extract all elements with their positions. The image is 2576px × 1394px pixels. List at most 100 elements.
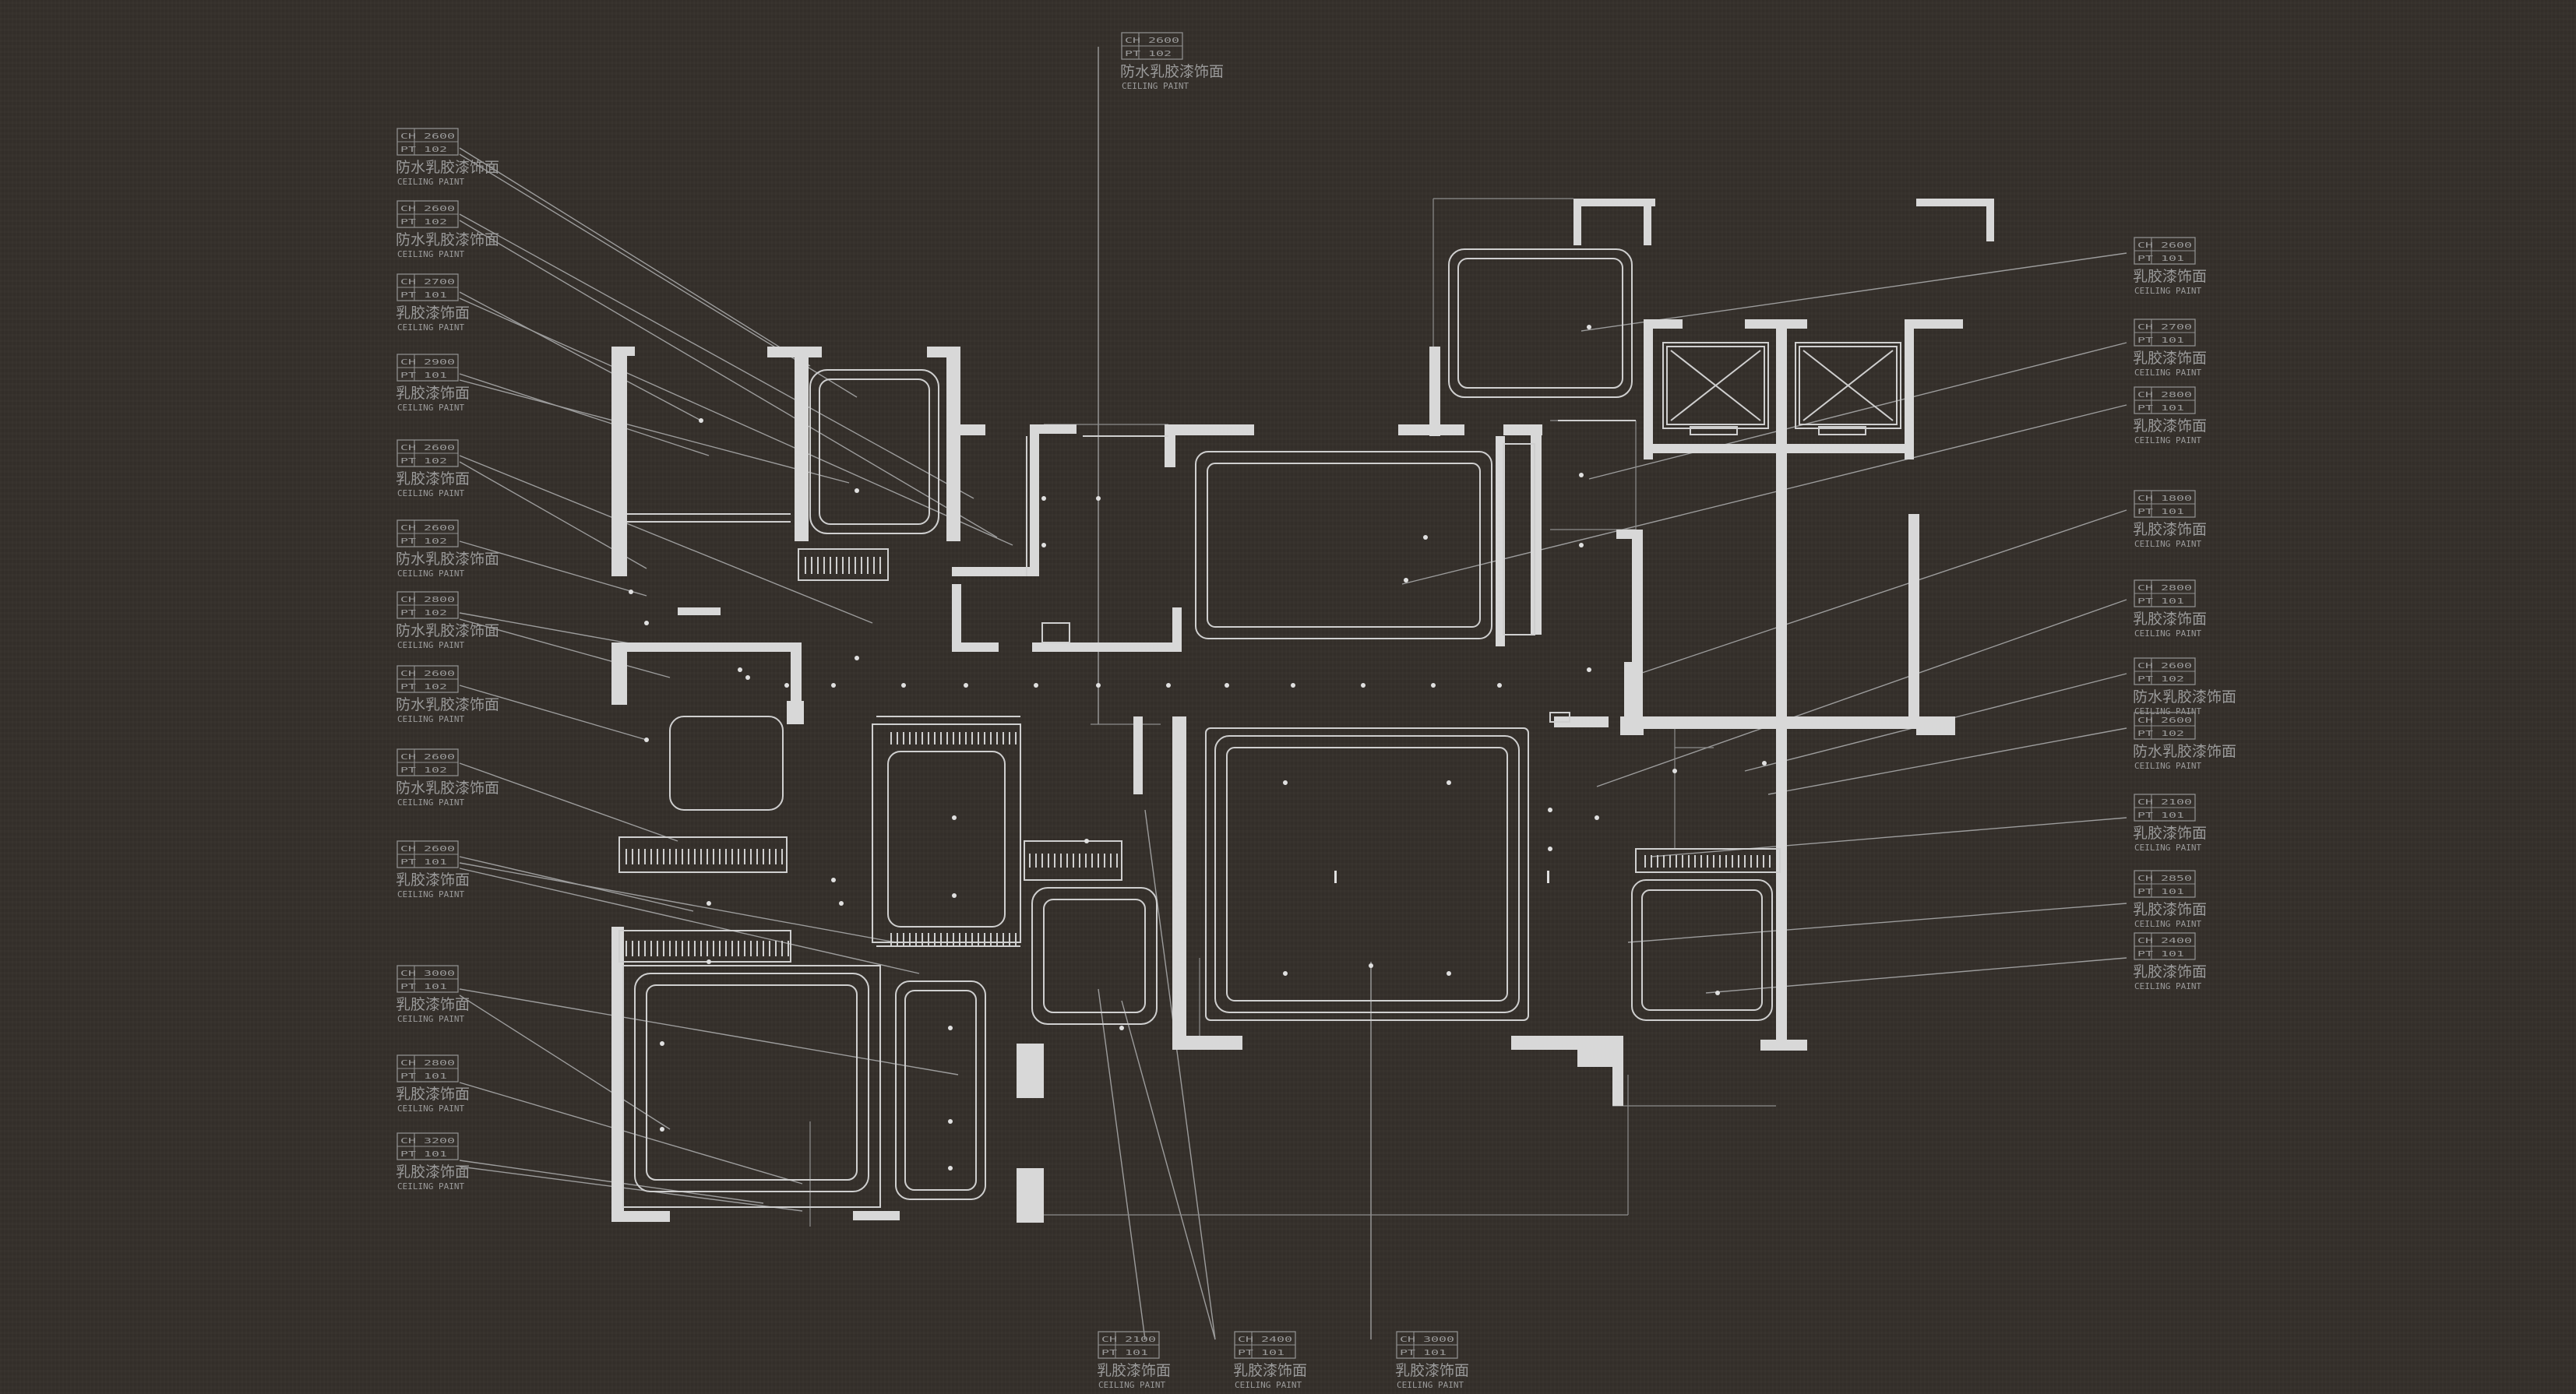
- tag-ch: CH 2900: [400, 358, 455, 367]
- tag-name: 乳胶漆饰面: [1395, 1362, 1469, 1379]
- tag-sub: CEILING PAINT: [397, 403, 464, 413]
- tag-name: 防水乳胶漆饰面: [396, 780, 499, 797]
- tag-pt: PT 101: [400, 1072, 447, 1081]
- tag-ch: CH 2600: [2137, 662, 2192, 671]
- tag-pt: PT 101: [400, 291, 447, 300]
- tag-sub: CEILING PAINT: [397, 322, 464, 333]
- tag-sub: CEILING PAINT: [2134, 843, 2201, 853]
- tag-ch: CH 2600: [2137, 716, 2192, 725]
- tag-ch: CH 2600: [400, 845, 455, 854]
- tag-sub: CEILING PAINT: [2134, 981, 2201, 991]
- tag-name: 防水乳胶漆饰面: [396, 551, 499, 568]
- tag-sub: CEILING PAINT: [397, 640, 464, 650]
- tag-name: 乳胶漆饰面: [396, 871, 470, 889]
- tag-ch: CH 2800: [2137, 584, 2192, 593]
- tag-pt: PT 101: [1238, 1349, 1284, 1357]
- tag-ch: CH 2600: [1125, 37, 1179, 45]
- tag-pt: PT 101: [2137, 811, 2184, 820]
- light-marks: [1334, 871, 1549, 883]
- tag-ch: CH 2400: [1238, 1336, 1292, 1344]
- tag-ch: CH 3000: [400, 970, 455, 978]
- tag-ch: CH 2600: [400, 753, 455, 762]
- tag-pt: PT 102: [1125, 50, 1172, 58]
- tag-ch: CH 2800: [400, 596, 455, 604]
- cabinet-hatching: [625, 557, 1771, 956]
- tag-sub: CEILING PAINT: [397, 889, 464, 899]
- tag-name: 乳胶漆饰面: [2133, 825, 2207, 842]
- tag-name: 防水乳胶漆饰面: [2133, 688, 2236, 706]
- tag-pt: PT 102: [400, 683, 447, 692]
- tag-name: 防水乳胶漆饰面: [396, 696, 499, 713]
- leader-lines: [459, 47, 2127, 1340]
- tag-sub: CEILING PAINT: [397, 714, 464, 724]
- light-dots: [629, 325, 1767, 1170]
- tag-ch: CH 2600: [400, 444, 455, 452]
- tag-ch: CH 2100: [1101, 1336, 1156, 1344]
- tag-pt: PT 101: [2137, 255, 2184, 263]
- tag-sub: CEILING PAINT: [1098, 1380, 1165, 1390]
- tag-pt: PT 101: [2137, 950, 2184, 959]
- tag-pt: PT 102: [400, 766, 447, 775]
- tag-pt: PT 102: [400, 609, 447, 618]
- construction-lines: [809, 198, 1776, 1227]
- tag-name: 乳胶漆饰面: [2133, 350, 2207, 367]
- tag-ch: CH 2400: [2137, 937, 2192, 945]
- tag-pt: PT 102: [400, 218, 447, 227]
- tag-name: 乳胶漆饰面: [396, 1086, 470, 1103]
- tag-pt: PT 101: [2137, 888, 2184, 896]
- tag-sub: CEILING PAINT: [397, 1014, 464, 1024]
- tag-sub: CEILING PAINT: [2134, 706, 2201, 716]
- tag-sub: CEILING PAINT: [2134, 919, 2201, 929]
- tag-sub: CEILING PAINT: [2134, 286, 2201, 296]
- tag-pt: PT 101: [2137, 404, 2184, 413]
- tag-ch: CH 2600: [400, 205, 455, 213]
- tag-pt: PT 101: [1400, 1349, 1447, 1357]
- tag-pt: PT 102: [400, 146, 447, 154]
- tag-ch: CH 3200: [400, 1137, 455, 1146]
- tag-sub: CEILING PAINT: [397, 1181, 464, 1192]
- tag-ch: CH 1800: [2137, 495, 2192, 503]
- tag-name: 乳胶漆饰面: [2133, 268, 2207, 285]
- tag-name: 乳胶漆饰面: [396, 304, 470, 322]
- tag-name: 乳胶漆饰面: [2133, 611, 2207, 628]
- ceiling-outlines: [618, 248, 1901, 1208]
- tag-sub: CEILING PAINT: [1235, 1380, 1302, 1390]
- tag-sub: CEILING PAINT: [2134, 761, 2201, 771]
- tag-sub: CEILING PAINT: [397, 249, 464, 259]
- tag-name: 乳胶漆饰面: [2133, 901, 2207, 918]
- tag-name: 防水乳胶漆饰面: [2133, 743, 2236, 760]
- tag-name: 防水乳胶漆饰面: [1120, 63, 1224, 80]
- tag-pt: PT 101: [400, 1150, 447, 1159]
- tag-name: 乳胶漆饰面: [396, 996, 470, 1013]
- tag-sub: CEILING PAINT: [2134, 435, 2201, 445]
- tag-ch: CH 2850: [2137, 875, 2192, 883]
- walls: [611, 199, 1994, 1223]
- tag-name: 防水乳胶漆饰面: [396, 159, 499, 176]
- tag-pt: PT 102: [2137, 675, 2184, 684]
- tag-sub: CEILING PAINT: [2134, 368, 2201, 378]
- tag-ch: CH 2700: [400, 278, 455, 287]
- tag-ch: CH 2100: [2137, 798, 2192, 807]
- tag-sub: CEILING PAINT: [397, 1104, 464, 1114]
- tag-pt: PT 101: [2137, 508, 2184, 516]
- tag-sub: CEILING PAINT: [397, 488, 464, 498]
- tag-sub: CEILING PAINT: [397, 177, 464, 187]
- tag-pt: PT 101: [2137, 597, 2184, 606]
